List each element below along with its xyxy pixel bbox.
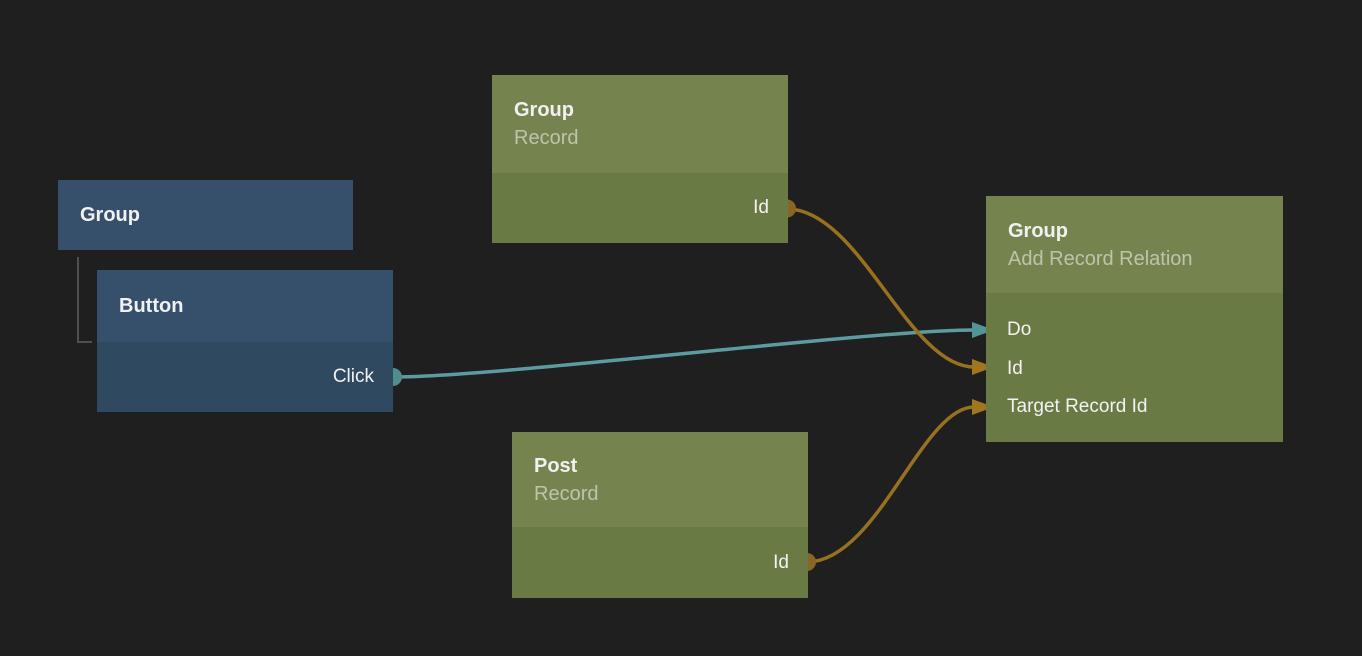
node-post-record-ports: Id: [512, 527, 808, 598]
node-group-record-header: Group Record: [492, 75, 788, 173]
port-row-id[interactable]: Id: [492, 173, 788, 243]
node-subtitle: Record: [514, 127, 579, 149]
node-title: Group: [514, 99, 574, 121]
arrowhead-targetrecordid-input: [972, 399, 994, 415]
node-button-element[interactable]: Button Click: [97, 270, 393, 412]
wire-click-to-do[interactable]: [391, 328, 976, 379]
port-row-id[interactable]: Id: [512, 527, 808, 598]
port-label-target-record-id: Target Record Id: [1007, 396, 1148, 417]
arrowhead-id-input: [972, 359, 994, 375]
port-label-id: Id: [1007, 357, 1023, 379]
node-title: Button: [119, 295, 184, 317]
node-title: Post: [534, 454, 578, 477]
node-subtitle: Add Record Relation: [1008, 247, 1193, 270]
node-subtitle: Record: [534, 482, 599, 505]
port-row-target-record-id[interactable]: Target Record Id: [1007, 388, 1283, 427]
node-post-record[interactable]: Post Record Id: [512, 432, 808, 598]
node-add-record-relation[interactable]: Group Add Record Relation Do Id Target R…: [986, 196, 1283, 442]
wire-postrecord-id-to-targetrecordid[interactable]: [805, 405, 976, 564]
node-add-record-relation-header: Group Add Record Relation: [986, 196, 1283, 293]
node-title: Group: [1008, 219, 1068, 242]
tree-connector-line: [77, 257, 92, 343]
wire-grouprecord-id-to-id[interactable]: [785, 207, 976, 369]
input-port-list: Do Id Target Record Id: [986, 293, 1283, 442]
arrowhead-do-input: [972, 322, 994, 338]
node-group-record-ports: Id: [492, 173, 788, 243]
node-button-header: Button: [97, 270, 393, 342]
port-label-do: Do: [1007, 319, 1032, 340]
port-label-click: Click: [332, 366, 374, 387]
port-row-id[interactable]: Id: [1007, 350, 1283, 389]
port-row-do[interactable]: Do: [1007, 311, 1283, 350]
node-group-element-header: Group: [58, 180, 353, 250]
node-title: Group: [80, 204, 140, 226]
port-label-id: Id: [773, 551, 789, 573]
node-group-record[interactable]: Group Record Id: [492, 75, 788, 243]
port-row-click[interactable]: Click: [97, 342, 393, 412]
node-button-ports: Click: [97, 342, 393, 412]
node-add-record-relation-ports: Do Id Target Record Id: [986, 293, 1283, 442]
node-post-record-header: Post Record: [512, 432, 808, 527]
port-label-id: Id: [753, 197, 769, 218]
node-group-element[interactable]: Group: [58, 180, 353, 250]
